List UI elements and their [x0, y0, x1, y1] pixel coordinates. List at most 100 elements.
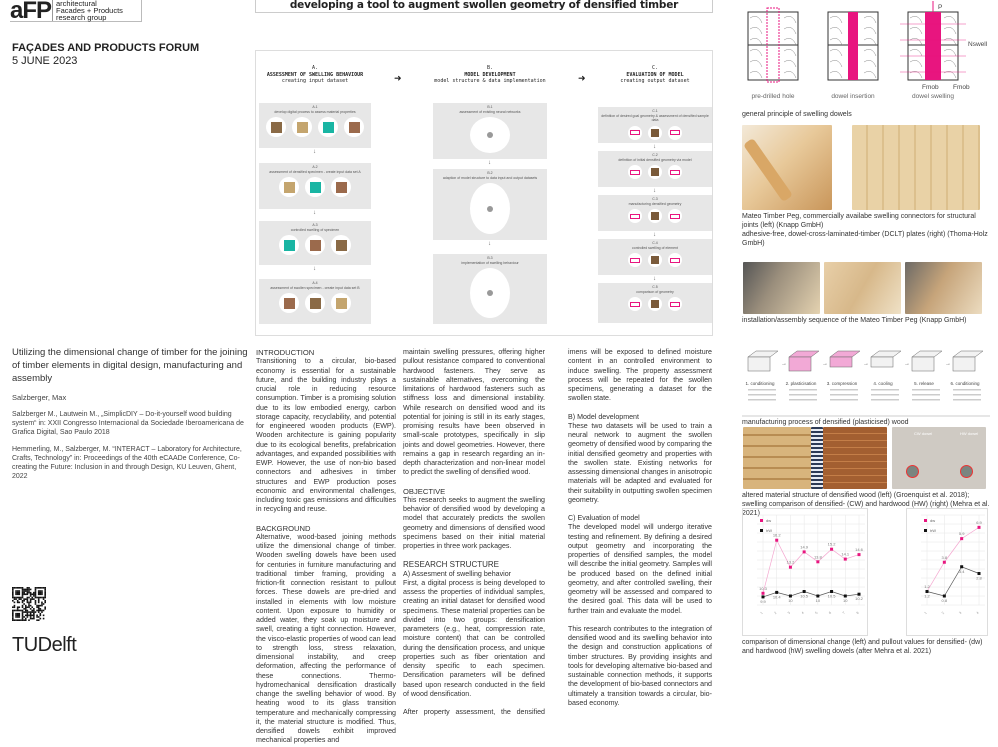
qr-module	[20, 609, 22, 612]
qr-module	[18, 612, 21, 615]
qr-module	[41, 590, 43, 592]
qr-module	[39, 612, 42, 615]
qr-module	[37, 606, 40, 609]
qr-module	[16, 591, 19, 594]
data-label: 9.9	[760, 599, 766, 604]
qr-module	[44, 599, 46, 602]
step-illustration	[305, 293, 325, 313]
series-line-hW	[762, 591, 860, 598]
data-label: 0.8	[942, 598, 948, 603]
section-a-text-2-cont: imens will be exposed to defined moistur…	[568, 348, 712, 403]
qr-module	[23, 619, 25, 621]
step-illustration-shape	[651, 168, 659, 176]
column-title: ASSESSMENT OF SWELLING BEHAVIOUR	[266, 71, 364, 78]
qr-module	[16, 612, 19, 615]
grain-line	[749, 71, 763, 79]
data-label: 10.2	[855, 596, 864, 601]
data-label: 6.9	[976, 520, 982, 525]
qr-module	[24, 619, 27, 621]
step-label: controlled swelling of element	[632, 245, 678, 250]
section-c-heading: C) Evaluation of model	[568, 514, 640, 522]
qr-module	[33, 612, 35, 615]
data-point-dw	[857, 553, 861, 557]
data-point-hW	[816, 594, 820, 598]
qr-module	[18, 596, 21, 599]
install-photo-3	[905, 262, 982, 314]
qr-module	[37, 596, 40, 599]
step-illustration	[331, 235, 351, 255]
qr-module	[21, 595, 24, 597]
qr-module	[15, 616, 17, 618]
qr-module	[37, 598, 40, 600]
qr-module	[39, 608, 42, 610]
qr-module	[16, 596, 19, 599]
section-c-text: The developed model will undergo iterati…	[568, 523, 712, 615]
data-label: 14.1	[841, 552, 850, 557]
qr-module	[16, 593, 19, 596]
data-point-dw	[816, 560, 820, 564]
step-illustration	[648, 165, 662, 179]
step-illustration-shape	[296, 121, 308, 133]
qr-module	[31, 593, 34, 596]
step-illustration	[305, 177, 325, 197]
cw-label: CW dowel	[914, 431, 933, 436]
hw-label: HW dowel	[960, 431, 979, 436]
data-label: 5.9	[959, 531, 965, 536]
step-illustration	[305, 235, 325, 255]
data-point-hW	[761, 595, 765, 599]
forum-heading: FAÇADES AND PRODUCTS FORUM 5 JUNE 2023	[12, 42, 199, 68]
column-letter: B.	[486, 65, 494, 71]
qr-module	[37, 611, 40, 613]
step-illustrations	[598, 209, 712, 223]
step-label: adaption of model structure to data inpu…	[442, 175, 538, 180]
qr-module	[16, 608, 19, 610]
qr-module	[12, 612, 14, 615]
qr-module	[18, 593, 21, 596]
data-point-hW	[977, 572, 981, 575]
grain-line	[749, 27, 763, 35]
qr-module	[26, 612, 29, 615]
step-illustration-shape	[630, 213, 640, 219]
data-point-hW	[857, 592, 861, 596]
wood-structure-scale	[811, 427, 823, 489]
grain-line	[863, 16, 877, 24]
qr-module	[26, 609, 29, 612]
x-tick-label: 4	[975, 611, 979, 615]
densified-wood-photo	[823, 427, 887, 489]
qr-module	[31, 611, 34, 613]
step-illustration-shape	[335, 297, 347, 309]
forum-date: 5 JUNE 2023	[12, 55, 78, 67]
step-illustration	[470, 268, 510, 318]
process-step-description	[748, 389, 776, 391]
section-a-text: First, a digital process is being develo…	[403, 578, 545, 698]
column-letter: C.	[651, 65, 659, 71]
qr-module	[36, 604, 38, 607]
grain-line	[943, 71, 957, 79]
qr-module	[42, 603, 45, 605]
qr-module	[24, 590, 27, 592]
qr-module	[23, 616, 25, 618]
grain-line	[829, 38, 843, 46]
qr-module	[24, 617, 27, 620]
data-point-dw	[788, 565, 792, 569]
step-illustrations	[598, 125, 712, 140]
qr-module	[12, 591, 14, 594]
qr-module	[33, 598, 35, 600]
qr-module	[29, 614, 32, 617]
qr-module	[39, 593, 42, 596]
process-arrow-icon: →	[945, 361, 951, 367]
qr-module	[26, 616, 29, 618]
qr-module	[41, 604, 43, 607]
qr-module	[36, 596, 38, 599]
step-illustration-shape	[283, 239, 295, 251]
qr-module	[44, 606, 46, 609]
force-annotation: Nswell	[968, 41, 988, 48]
qr-module	[12, 595, 14, 597]
qr-module	[24, 614, 27, 617]
grain-line	[863, 71, 877, 79]
qr-code[interactable]	[12, 587, 46, 621]
step-illustration-shape	[335, 239, 347, 251]
